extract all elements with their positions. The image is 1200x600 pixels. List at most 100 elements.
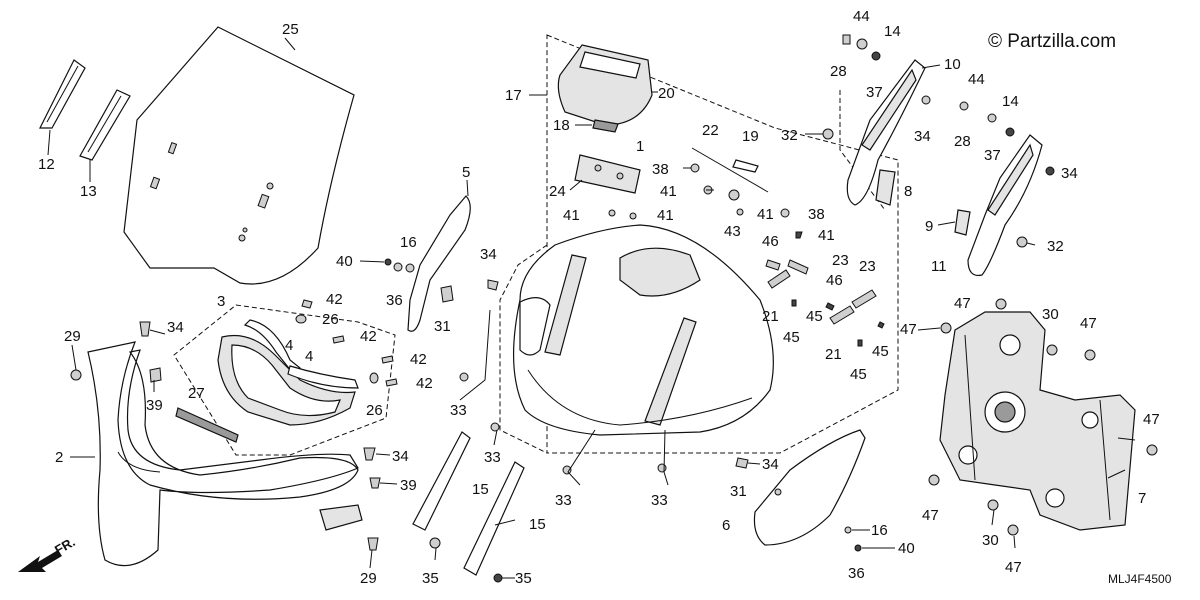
callout-34: 34 <box>392 448 409 465</box>
callout-29: 29 <box>64 328 81 345</box>
callout-9: 9 <box>925 218 933 235</box>
callout-13: 13 <box>80 183 97 200</box>
callout-35: 35 <box>515 570 532 587</box>
callout-18: 18 <box>553 117 570 134</box>
callout-39: 39 <box>146 397 163 414</box>
callout-32: 32 <box>1047 238 1064 255</box>
callout-30: 30 <box>982 532 999 549</box>
callout-21: 21 <box>762 308 779 325</box>
front-direction-indicator: FR. <box>18 534 78 572</box>
callout-44: 44 <box>968 71 985 88</box>
callout-14: 14 <box>1002 93 1019 110</box>
callout-19: 19 <box>742 128 759 145</box>
callout-47: 47 <box>900 321 917 338</box>
callout-39: 39 <box>400 477 417 494</box>
callout-10: 10 <box>944 56 961 73</box>
callout-31: 31 <box>730 483 747 500</box>
callout-24: 24 <box>549 183 566 200</box>
callout-40: 40 <box>336 253 353 270</box>
meter-visor-part-20 <box>557 44 653 126</box>
callout-16: 16 <box>871 522 888 539</box>
callout-8: 8 <box>904 183 912 200</box>
callout-21: 21 <box>825 346 842 363</box>
callout-33: 33 <box>555 492 572 509</box>
callout-11: 11 <box>931 258 947 275</box>
callout-42: 42 <box>326 291 343 308</box>
callout-41: 41 <box>657 207 674 224</box>
callout-41: 41 <box>757 206 774 223</box>
callout-17: 17 <box>505 87 522 104</box>
callout-34: 34 <box>167 319 184 336</box>
callout-25: 25 <box>282 21 299 38</box>
callout-28: 28 <box>830 63 847 80</box>
callout-4: 4 <box>285 337 293 354</box>
callout-labels: 25 12 13 40 16 36 5 31 3 42 26 42 42 42 … <box>38 8 1160 587</box>
callout-28: 28 <box>954 133 971 150</box>
callout-45: 45 <box>783 329 800 346</box>
callout-33: 33 <box>651 492 668 509</box>
callout-7: 7 <box>1138 490 1146 507</box>
diagram-code: MLJ4F4500 <box>1108 572 1172 586</box>
hardware-items <box>70 34 1158 583</box>
callout-36: 36 <box>386 292 403 309</box>
callout-47: 47 <box>1005 559 1022 576</box>
callout-4: 4 <box>305 348 313 365</box>
callout-38: 38 <box>652 161 669 178</box>
callout-33: 33 <box>450 402 467 419</box>
callout-29: 29 <box>360 570 377 587</box>
callout-14: 14 <box>884 23 901 40</box>
callout-36: 36 <box>848 565 865 582</box>
callout-27: 27 <box>188 385 205 402</box>
callout-30: 30 <box>1042 306 1059 323</box>
cowl-side-outline <box>499 244 548 454</box>
inner-panel-part-4 <box>217 319 359 426</box>
callout-12: 12 <box>38 156 55 173</box>
callout-16: 16 <box>400 234 417 251</box>
callout-26: 26 <box>366 402 383 419</box>
upper-cowl-part <box>512 224 774 436</box>
garnish-part-15-right <box>463 461 525 576</box>
callout-47: 47 <box>954 295 971 312</box>
inner-panel-group-outline <box>173 304 396 456</box>
bracket-part-9 <box>954 209 971 236</box>
callout-47: 47 <box>1080 315 1097 332</box>
callout-41: 41 <box>660 183 677 200</box>
callout-44: 44 <box>853 8 870 25</box>
side-trim-part-11 <box>967 134 1043 277</box>
bracket-part-18 <box>592 119 619 133</box>
callout-20: 20 <box>658 85 675 102</box>
callout-35: 35 <box>422 570 439 587</box>
callout-26: 26 <box>322 311 339 328</box>
rod-part-22 <box>691 147 769 193</box>
side-visor-part-5 <box>407 195 471 332</box>
trim-strip-13 <box>79 89 131 161</box>
honda-emblem-part-27 <box>175 407 239 443</box>
callout-2: 2 <box>55 449 63 466</box>
trim-strip-12 <box>39 59 86 129</box>
callout-6: 6 <box>722 517 730 534</box>
callout-45: 45 <box>850 366 867 383</box>
leader-lines <box>47 37 1136 579</box>
callout-15: 15 <box>472 481 489 498</box>
callout-34: 34 <box>1061 165 1078 182</box>
garnish-part-15-left <box>412 431 471 531</box>
callout-23: 23 <box>832 252 849 269</box>
callout-47: 47 <box>1143 411 1160 428</box>
callout-34: 34 <box>762 456 779 473</box>
meter-bracket-part-24 <box>574 154 641 194</box>
callout-45: 45 <box>872 343 889 360</box>
clip-part-19 <box>732 159 759 173</box>
callout-31: 31 <box>434 318 451 335</box>
side-cover-part-6 <box>753 429 866 546</box>
callout-41: 41 <box>818 227 835 244</box>
callout-45: 45 <box>806 308 823 325</box>
callout-5: 5 <box>462 164 470 181</box>
callout-34: 34 <box>480 246 497 263</box>
callout-15: 15 <box>529 516 546 533</box>
callout-37: 37 <box>866 84 883 101</box>
front-arrow-icon <box>18 550 62 572</box>
lower-cowl-part-2 <box>87 341 363 567</box>
callout-40: 40 <box>898 540 915 557</box>
